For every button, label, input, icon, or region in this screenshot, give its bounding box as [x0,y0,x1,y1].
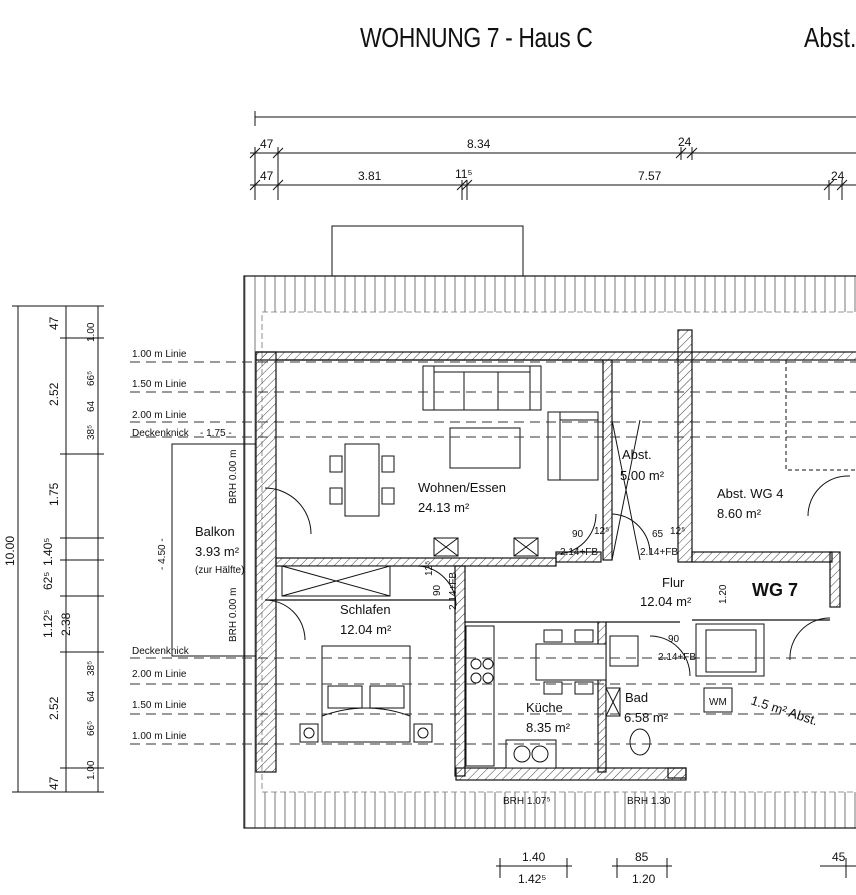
room-abst-wg4-area: 8.60 m² [717,506,762,521]
sliding-door-living [433,537,539,557]
dim-bottom-1425: 1.42⁵ [518,872,546,886]
dim-inner-665a: 66⁵ [86,371,97,386]
dim-inner-100b: 1.00 [86,760,97,780]
bottom-dimensions [496,858,856,878]
dim-bottom-140: 1.40 [522,850,546,864]
dim-top-115: 11⁵ [455,167,472,181]
room-bad-name: Bad [625,690,648,705]
dim-left-total: 10.00 [3,536,17,566]
label-150-linie-b: 1.50 m Linie [132,700,187,711]
bath-fixtures [605,623,765,756]
dining-table-living [329,443,395,517]
label-d214c: 2.14+FB [448,572,459,610]
dim-left-625: 62⁵ [41,572,55,590]
kitchen-counter [465,625,557,769]
label-deckenknick-b: Deckenknick [132,646,190,657]
dormer [331,225,524,277]
label-200-linie-a: 2.00 m Linie [132,410,187,421]
room-schlafen-area: 12.04 m² [340,622,392,637]
dim-left-47b: 47 [47,776,61,790]
room-wm-label: WM [709,697,727,708]
label-d65: 65 [652,529,664,540]
room-wohnen-area: 24.13 m² [418,500,470,515]
label-200-linie-b: 2.00 m Linie [132,669,187,680]
dim-bottom-45: 45 [832,850,846,864]
label-d90c: 90 [668,634,680,645]
dim-inner-385a: 38⁵ [86,425,97,440]
label-deckenknick-a: Deckenknick [132,428,190,439]
door-swings [264,475,851,677]
label-balkon-dim: - 4.50 - [157,538,168,570]
label-100-linie-b: 1.00 m Linie [132,731,187,742]
dim-left-1405: 1.40⁵ [41,538,55,566]
label-d120: 1.20 [718,584,729,604]
room-schlafen-name: Schlafen [340,602,391,617]
dim-bottom-120: 1.20 [632,872,656,886]
dim-left-252b: 2.52 [47,696,61,720]
room-kueche-name: Küche [526,700,563,715]
label-d12b: 12⁵ [670,526,685,537]
room-wg7-label: WG 7 [752,580,798,600]
room-balkon-name: Balkon [195,524,235,539]
label-d214b: 2.14+FB [640,547,678,558]
room-bad-area: 6.58 m² [624,710,669,725]
room-kueche-area: 8.35 m² [526,720,571,735]
dim-top-24b: 24 [831,169,845,183]
dim-top-47a: 47 [260,137,274,151]
dim-inner-64b: 64 [86,690,97,702]
label-100-linie-a: 1.00 m Linie [132,349,187,360]
armchair [547,411,599,481]
label-brh130: BRH 1.30 [627,796,671,807]
top-dimensions [249,111,856,200]
wardrobe-diagonal-b [281,565,391,597]
dim-left-238: 2.38 [59,612,73,636]
dim-left-1125: 1.12⁵ [41,610,55,638]
drawing-title-right: Abst. [804,22,856,53]
balkon-outline [171,443,257,657]
sofa [422,365,542,411]
left-dimensions [12,305,104,793]
attic-dashed-outline [785,360,856,471]
label-brh-bottom: BRH 0.00 m [228,588,239,642]
dim-inner-64a: 64 [86,400,97,412]
label-d214a: 2.14+FB [560,547,598,558]
room-abst-area: 5.00 m² [620,468,665,483]
dim-inner-100a: 1.00 [86,322,97,342]
dim-inner-385b: 38⁵ [86,661,97,676]
dim-top-757: 7.57 [638,169,662,183]
room-balkon-note: (zur Hälfte) [195,565,244,576]
dim-left-47a: 47 [47,316,61,330]
coffee-table [449,427,521,469]
label-d125: 12⁵ [424,561,435,576]
label-d12a: 12⁵ [594,526,609,537]
dining-table-kitchen [535,629,607,695]
label-d214d: 2.14+FB [658,652,696,663]
bed [299,645,433,743]
room-flur-name: Flur [662,575,685,590]
room-flur-area: 12.04 m² [640,594,692,609]
storage-shelf-abst [611,419,641,561]
room-wohnen-name: Wohnen/Essen [418,480,506,495]
dim-top-834: 8.34 [467,137,491,151]
walls [255,329,856,781]
dim-top-47b: 47 [260,169,274,183]
label-d90b: 90 [432,584,443,596]
label-175: - 1.75 - [200,428,232,439]
label-brh107: BRH 1.07⁵ [503,796,551,807]
label-150-linie-a: 1.50 m Linie [132,379,187,390]
dim-top-24a: 24 [678,135,692,149]
dim-top-381: 3.81 [358,169,382,183]
dim-bottom-85: 85 [635,850,649,864]
room-abst-name: Abst. [622,447,652,462]
dim-left-252a: 2.52 [47,382,61,406]
height-lines [130,361,856,745]
dim-left-175: 1.75 [47,482,61,506]
drawing-title: WOHNUNG 7 - Haus C [360,22,593,53]
label-d90a: 90 [572,529,584,540]
room-balkon-area: 3.93 m² [195,544,240,559]
dim-inner-665b: 66⁵ [86,721,97,736]
label-brh-top: BRH 0.00 m [228,450,239,504]
room-abst-wg4-name: Abst. WG 4 [717,486,783,501]
